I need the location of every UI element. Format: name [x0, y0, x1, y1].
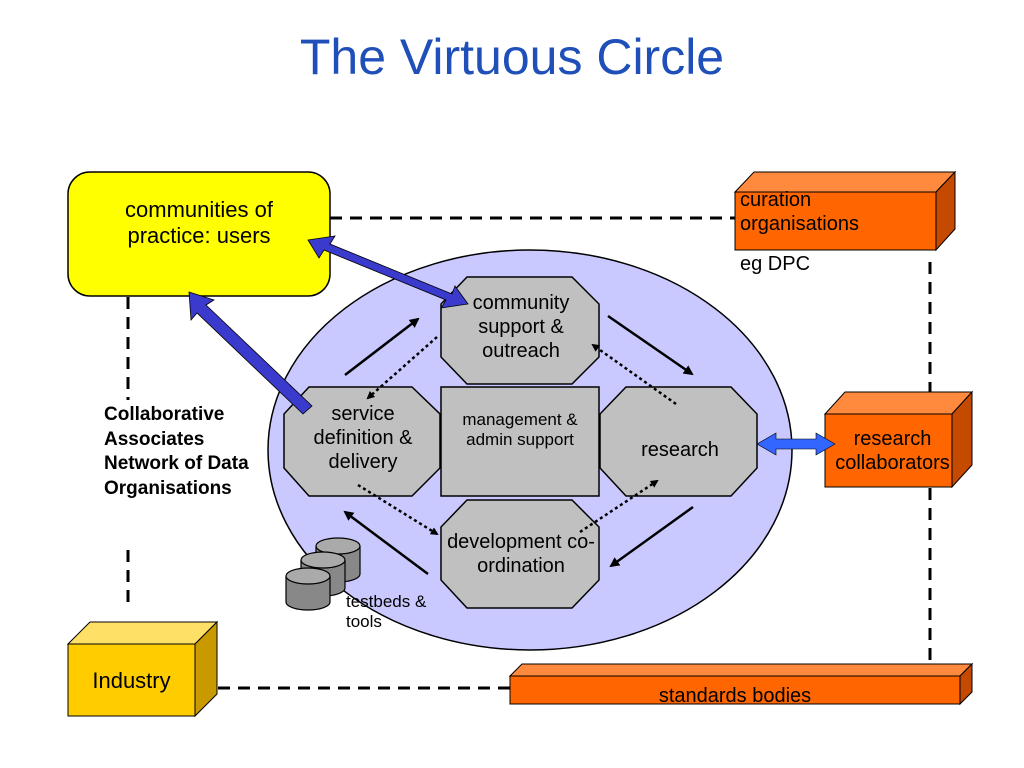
communities-label: communities of practice: users [125, 197, 273, 249]
research-collaborators-label: research collaborators [835, 428, 950, 474]
dashed-connectors [126, 216, 932, 690]
page-title: The Virtuous Circle [299, 29, 725, 85]
service-definition-label: service definition & delivery [313, 403, 413, 473]
research-collaborators-arrow [756, 432, 836, 456]
research-collaborators-box [823, 390, 974, 489]
curation-box [733, 170, 957, 252]
octagon-community-support [440, 276, 600, 385]
research-label: research [641, 439, 719, 461]
users-arrows [188, 235, 469, 415]
community-support-label: community support & outreach [472, 292, 570, 362]
octagon-development [440, 499, 600, 609]
octagon-management [440, 386, 600, 497]
industry-label: Industry [92, 668, 171, 693]
database-icon [285, 537, 361, 611]
curation-label: curation organisations [740, 189, 859, 235]
standards-label: standards bodies [658, 685, 812, 707]
standards-box [508, 662, 974, 706]
management-label: management & admin support [462, 410, 578, 450]
development-label: development co-ordination [447, 531, 595, 577]
octagon-service-definition [283, 386, 441, 497]
network-label: Collaborative Associates Network of Data… [104, 404, 249, 500]
testbeds-label: testbeds & tools [346, 592, 427, 632]
octagon-research [599, 386, 758, 497]
curation-note: eg DPC [740, 253, 811, 275]
industry-box [66, 620, 219, 718]
